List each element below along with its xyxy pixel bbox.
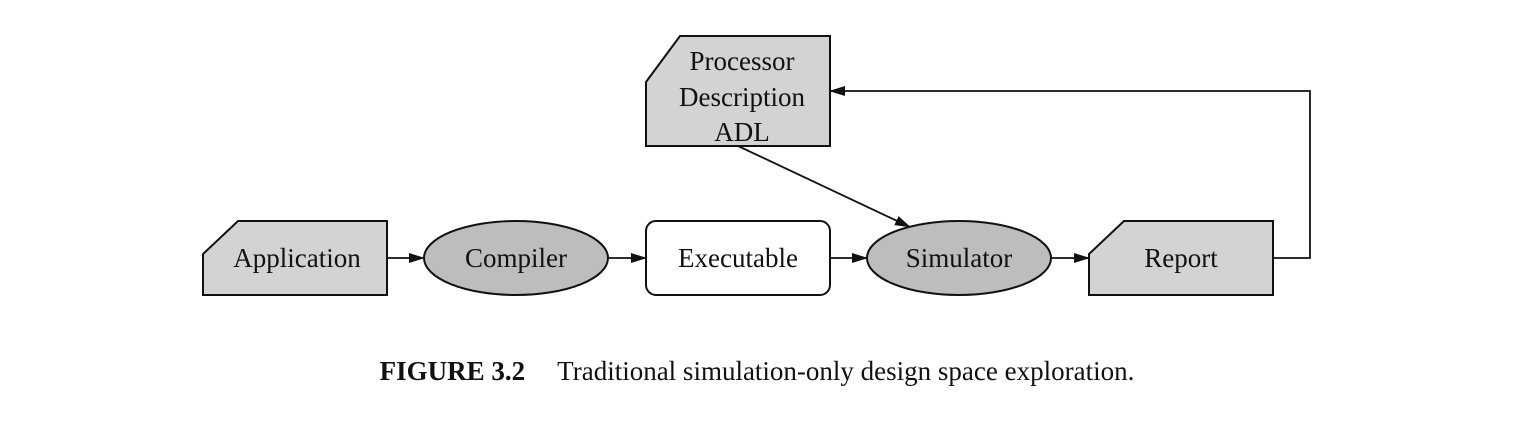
simulator-label: Simulator [906,243,1013,273]
application-node: Application [202,220,388,296]
application-shape [202,220,388,296]
figure-caption: FIGURE 3.2 Traditional simulation-only de… [0,356,1514,387]
arrow-processor-to-simulator [737,145,911,228]
executable-node: Executable [645,220,831,296]
report-shape [1088,220,1274,296]
report-label: Report [1144,243,1218,273]
figure-caption-text: Traditional simulation-only design space… [557,356,1135,386]
processor-description-line-1: Processor [690,46,795,76]
simulator-node: Simulator [866,220,1052,296]
processor-description-line-3: ADL [714,117,770,147]
executable-label: Executable [678,243,798,273]
compiler-node: Compiler [423,220,609,296]
compiler-label: Compiler [465,243,567,273]
processor-description-node: Processor Description ADL [645,35,831,147]
figure-number: FIGURE 3.2 [379,356,526,386]
application-label: Application [233,243,361,273]
processor-description-line-2: Description [679,82,805,112]
arrow-report-feedback-to-processor [829,86,1311,259]
report-node: Report [1088,220,1274,296]
